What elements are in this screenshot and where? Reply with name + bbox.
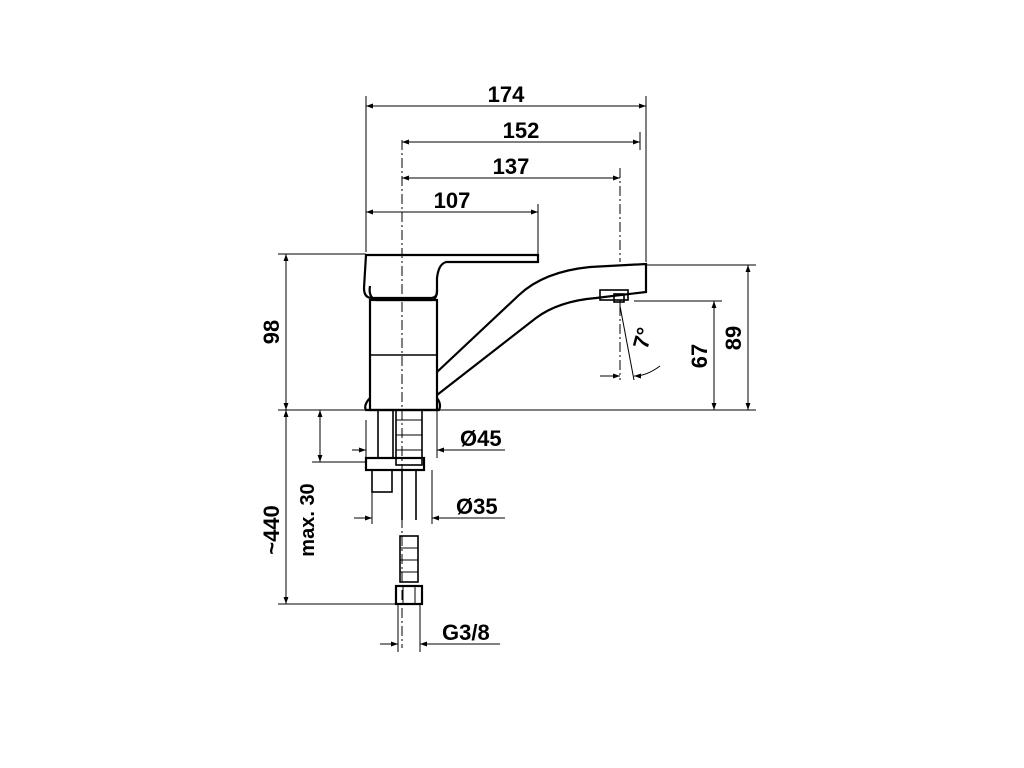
dimension-angle: 7° xyxy=(600,325,661,379)
label-67: 67 xyxy=(687,344,712,368)
label-174: 174 xyxy=(488,82,525,107)
lever-handle xyxy=(362,253,540,300)
dimension-g38: G3/8 xyxy=(380,604,500,652)
faucet-body xyxy=(362,253,648,412)
dimension-max30: max. 30 xyxy=(297,409,370,557)
dimension-137: 137 xyxy=(402,154,620,181)
dimension-440: ~440 xyxy=(259,410,396,605)
dimension-d45: Ø45 xyxy=(352,410,505,458)
label-g38: G3/8 xyxy=(442,620,490,645)
g38-connector xyxy=(394,584,424,606)
base-ring xyxy=(364,397,442,412)
label-137: 137 xyxy=(493,154,530,179)
dimension-152: 152 xyxy=(402,118,641,150)
label-d35: Ø35 xyxy=(456,494,498,519)
dimension-174: 174 xyxy=(365,82,647,262)
label-107: 107 xyxy=(434,188,471,213)
label-max30: max. 30 xyxy=(297,483,319,556)
dimension-89: 89 xyxy=(646,264,756,410)
label-d45: Ø45 xyxy=(460,426,502,451)
dimension-98: 98 xyxy=(259,253,756,411)
label-440: ~440 xyxy=(259,505,284,555)
center-lines xyxy=(401,140,635,648)
dimension-107: 107 xyxy=(366,188,539,256)
label-152: 152 xyxy=(503,118,540,143)
label-98: 98 xyxy=(259,320,284,344)
spout xyxy=(436,262,648,396)
mounting-assembly xyxy=(364,409,426,606)
dimension-67: 67 xyxy=(634,300,722,410)
label-89: 89 xyxy=(721,326,746,350)
mounting-nut xyxy=(364,456,426,472)
dimension-d35: Ø35 xyxy=(354,470,505,524)
label-angle: 7° xyxy=(628,325,658,352)
